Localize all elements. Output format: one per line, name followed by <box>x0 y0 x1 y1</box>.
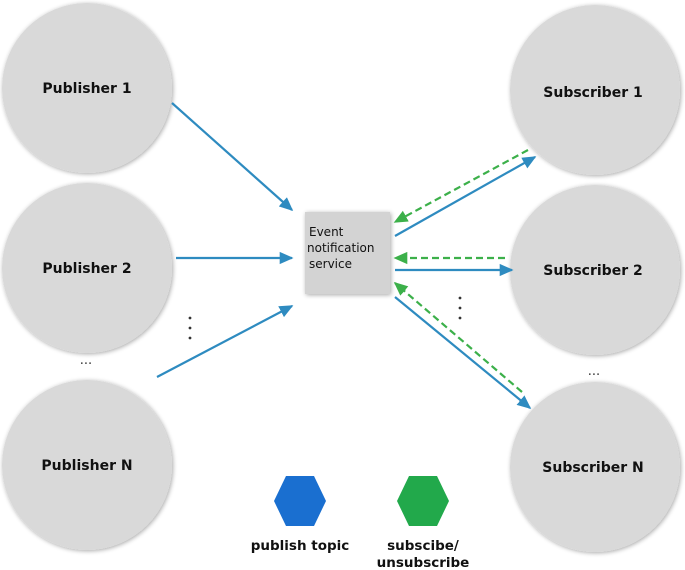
legend-subscribe-label-1: subscibe/ <box>387 538 459 554</box>
legend: publish topic subscibe/ unsubscribe <box>251 476 470 570</box>
subscribe-arrow-n <box>393 281 523 393</box>
publish-hexagon-icon <box>274 476 326 526</box>
publish-arrow-to-sub-1 <box>394 156 537 237</box>
service-line-3: service <box>309 257 352 271</box>
publisher-node-n: Publisher N <box>2 380 172 550</box>
publisher-label: Publisher N <box>41 458 132 474</box>
service-line-1: Event <box>309 225 344 239</box>
subscriber-label: Subscriber 2 <box>543 263 642 279</box>
legend-publish-label: publish topic <box>251 538 350 554</box>
legend-subscribe-label-2: unsubscribe <box>377 555 470 570</box>
event-notification-service: Event notification service <box>305 212 390 294</box>
publisher-label: Publisher 1 <box>42 81 131 97</box>
subscriber-ellipsis: ... <box>588 364 600 379</box>
publisher-label: Publisher 2 <box>42 261 131 277</box>
subscribe-hexagon-icon <box>397 476 449 526</box>
vertical-dots-right <box>458 296 462 320</box>
publisher-node-1: Publisher 1 <box>2 3 172 173</box>
subscriber-label: Subscriber N <box>542 460 643 476</box>
publish-arrow-to-sub-n <box>394 296 532 409</box>
publisher-node-2: Publisher 2 <box>2 183 172 353</box>
service-line-2: notification <box>307 241 374 255</box>
subscriber-node-1: Subscriber 1 <box>510 5 680 175</box>
publish-arrow-1 <box>171 102 294 212</box>
subscriber-label: Subscriber 1 <box>543 85 642 101</box>
publish-arrow-n <box>156 305 294 378</box>
subscribe-arrow-1 <box>393 149 529 223</box>
vertical-dots-left <box>188 316 192 340</box>
publisher-ellipsis: ... <box>80 353 92 368</box>
subscriber-node-n: Subscriber N <box>510 382 680 552</box>
subscriber-node-2: Subscriber 2 <box>510 185 680 355</box>
